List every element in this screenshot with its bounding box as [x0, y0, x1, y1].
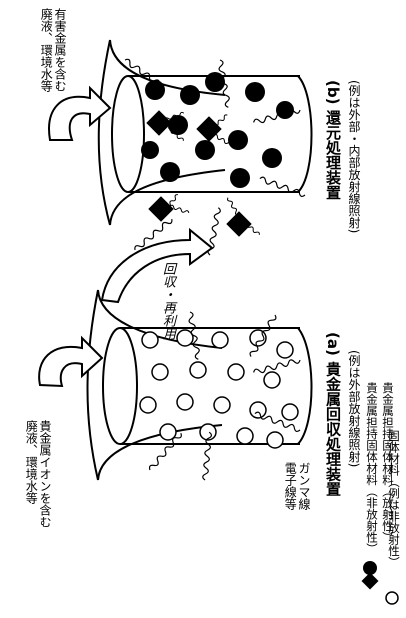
legend-open-circle-icon	[385, 591, 399, 605]
open-circle	[199, 423, 217, 441]
open-circle	[159, 423, 177, 441]
filled-circle	[262, 148, 282, 168]
filled-circle	[245, 82, 265, 102]
filled-circle	[195, 140, 215, 160]
open-circle	[139, 396, 157, 414]
recycle-arrow	[100, 227, 214, 304]
open-circle	[263, 371, 281, 389]
device-b-title: (b) 還元処理装置	[324, 80, 342, 200]
top-input-label: 有害金属を含む 廃液、環境水等	[38, 8, 67, 92]
legend-filled-diamond-label: 貴金属担持固体材料（放射性）	[381, 382, 395, 543]
bottom-input-label: 貴金属イオンを含む 廃液、環境水等	[23, 420, 52, 528]
filled-circle	[180, 85, 200, 105]
filled-circle	[160, 162, 180, 182]
open-circle	[227, 363, 245, 381]
open-circle	[276, 341, 294, 359]
legend-filled-diamond-icon	[361, 572, 379, 590]
legend-symbols	[361, 561, 399, 605]
top-input-arrow	[48, 85, 112, 141]
open-circle	[211, 331, 229, 349]
open-circle	[213, 396, 231, 414]
filled-diamond	[148, 196, 174, 222]
open-circle	[236, 427, 254, 445]
open-circle	[141, 331, 159, 349]
open-circle	[176, 329, 194, 347]
radiation-label-line2: 電子線等	[283, 462, 298, 510]
filled-circle	[230, 168, 250, 188]
bottom-input-line1: 貴金属イオンを含む	[38, 420, 52, 528]
filled-circle	[141, 141, 159, 159]
filled-circle	[205, 72, 225, 92]
open-circle	[266, 431, 284, 449]
radiation-label: ガンマ線 電子線等	[282, 462, 311, 510]
open-circle	[176, 393, 194, 411]
legend-filled-circle-icon	[363, 561, 377, 575]
filled-diamond	[226, 211, 252, 237]
device-b-subtitle: (例は外部・内部放射線照射)	[347, 80, 361, 234]
top-input-line1: 有害金属を含む	[53, 8, 67, 92]
legend-filled-circle-label: 貴金属担持固体材料（非放射性）	[365, 382, 379, 555]
top-input-line2: 廃液、環境水等	[39, 8, 54, 92]
device-b-vessel	[97, 39, 313, 226]
bottom-input-line2: 廃液、環境水等	[24, 420, 39, 504]
filled-circle	[276, 101, 294, 119]
open-circle	[189, 361, 207, 379]
bottom-input-arrow	[38, 335, 104, 388]
device-a-subtitle: (例は外部放射線照射)	[347, 350, 361, 468]
open-circle	[249, 401, 267, 419]
radiation-label-line1: ガンマ線	[297, 462, 311, 510]
filled-circle	[228, 130, 248, 150]
filled-diamond	[146, 110, 172, 136]
device-a-particles	[139, 329, 299, 449]
recycle-label: 回収・再利用	[160, 262, 175, 340]
open-circle	[151, 363, 169, 381]
legend-open-circle-label: 固体材料（例は非放射性）	[387, 430, 401, 568]
device-b-particles	[141, 72, 294, 237]
filled-circle	[145, 80, 165, 100]
open-circle	[281, 403, 299, 421]
device-a-title: (a) 貴金属回収処理装置	[324, 332, 342, 497]
filled-circle	[168, 115, 188, 135]
